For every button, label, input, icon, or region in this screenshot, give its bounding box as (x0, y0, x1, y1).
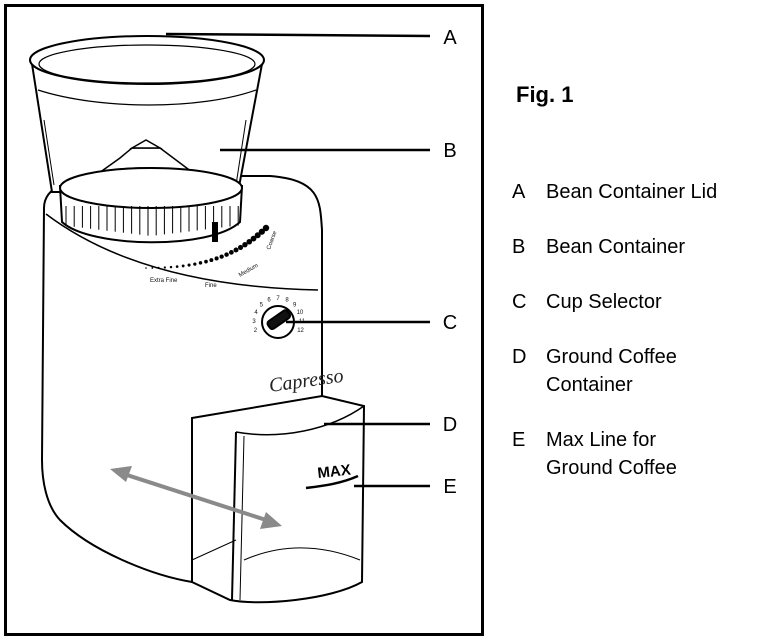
legend-key: E (512, 429, 526, 451)
hopper-rim-line (37, 89, 257, 106)
cup-number: 5 (260, 303, 264, 309)
legend-label: Bean Container (546, 236, 685, 258)
grind-indicator (212, 222, 218, 242)
container-front-edge-inner (239, 435, 245, 601)
grind-scale-dot (258, 228, 265, 235)
hopper-shade-line (235, 119, 247, 186)
grind-scale-dot (237, 244, 244, 251)
legend-key: A (512, 181, 526, 203)
grind-scale-dot (169, 265, 173, 269)
grind-scale-dot (233, 247, 239, 253)
cup-number: 8 (285, 298, 289, 304)
callout-letter-b: B (443, 140, 457, 162)
legend-label: Ground Coffee Container (546, 346, 677, 396)
grind-scale-dot (175, 265, 179, 268)
grind-scale-dot (163, 266, 166, 269)
max-mark-text: MAX (317, 462, 352, 482)
grind-scale-dot (224, 252, 229, 257)
grind-scale-dot (151, 267, 154, 269)
ground-coffee-container (191, 394, 366, 604)
grind-scale-dot (193, 262, 197, 266)
callout-letter-a: A (443, 27, 457, 49)
callout-lines (165, 32, 431, 488)
callout-line-a (165, 32, 431, 38)
container-base-line (191, 539, 237, 561)
grind-scale-dot (228, 250, 234, 255)
figure-title: Fig. 1 (516, 82, 574, 107)
hopper-shade-line (43, 119, 55, 186)
callout-letter-c: C (442, 312, 458, 334)
grind-scale-dot (219, 254, 224, 259)
grind-scale-dots (145, 224, 270, 269)
max-line (305, 474, 359, 490)
container-front-edge (231, 431, 237, 601)
grind-scale-dot (209, 258, 214, 263)
callout-letter-d: D (442, 414, 458, 436)
cup-number: 12 (297, 328, 304, 334)
cup-number: 2 (254, 328, 258, 334)
label-fine: Fine (205, 283, 217, 289)
legend-label: Max Line for Ground Coffee (546, 429, 677, 479)
container-rim (235, 405, 365, 436)
grind-scale-dot (145, 267, 147, 269)
legend-key: D (512, 346, 527, 368)
cup-number: 3 (252, 319, 256, 325)
grind-scale-dot (181, 264, 185, 268)
callout-letter-e: E (443, 476, 457, 498)
legend-label: Cup Selector (546, 291, 662, 313)
grind-scale-dot (157, 266, 160, 269)
cup-number: 7 (276, 296, 280, 302)
coffee-level-line (243, 547, 361, 561)
grind-scale-dot (254, 232, 261, 239)
bean-container-lid (29, 35, 265, 85)
grind-scale-dot (242, 241, 248, 248)
legend-key: C (512, 291, 527, 313)
grind-scale-dot (198, 261, 203, 265)
cup-number: 6 (267, 298, 271, 304)
grind-scale-dot (250, 235, 257, 242)
label-extra-fine: Extra Fine (150, 278, 178, 284)
grind-ring (58, 167, 244, 244)
grind-scale-dot (187, 263, 191, 267)
figure-frame (4, 4, 484, 636)
legend-label: Bean Container Lid (546, 181, 718, 203)
legend-key: B (512, 236, 526, 258)
grind-ring-ticks (65, 206, 239, 236)
cup-number: 9 (293, 303, 297, 309)
grind-scale-dot (204, 259, 208, 264)
slide-direction-arrow (110, 466, 282, 529)
top-plate-edge (45, 213, 319, 291)
grind-scale-dot (246, 238, 253, 245)
grind-scale-dot (214, 256, 219, 261)
cup-number: 4 (254, 310, 258, 316)
cup-number: 10 (297, 310, 304, 316)
grind-scale-dot (262, 224, 270, 232)
